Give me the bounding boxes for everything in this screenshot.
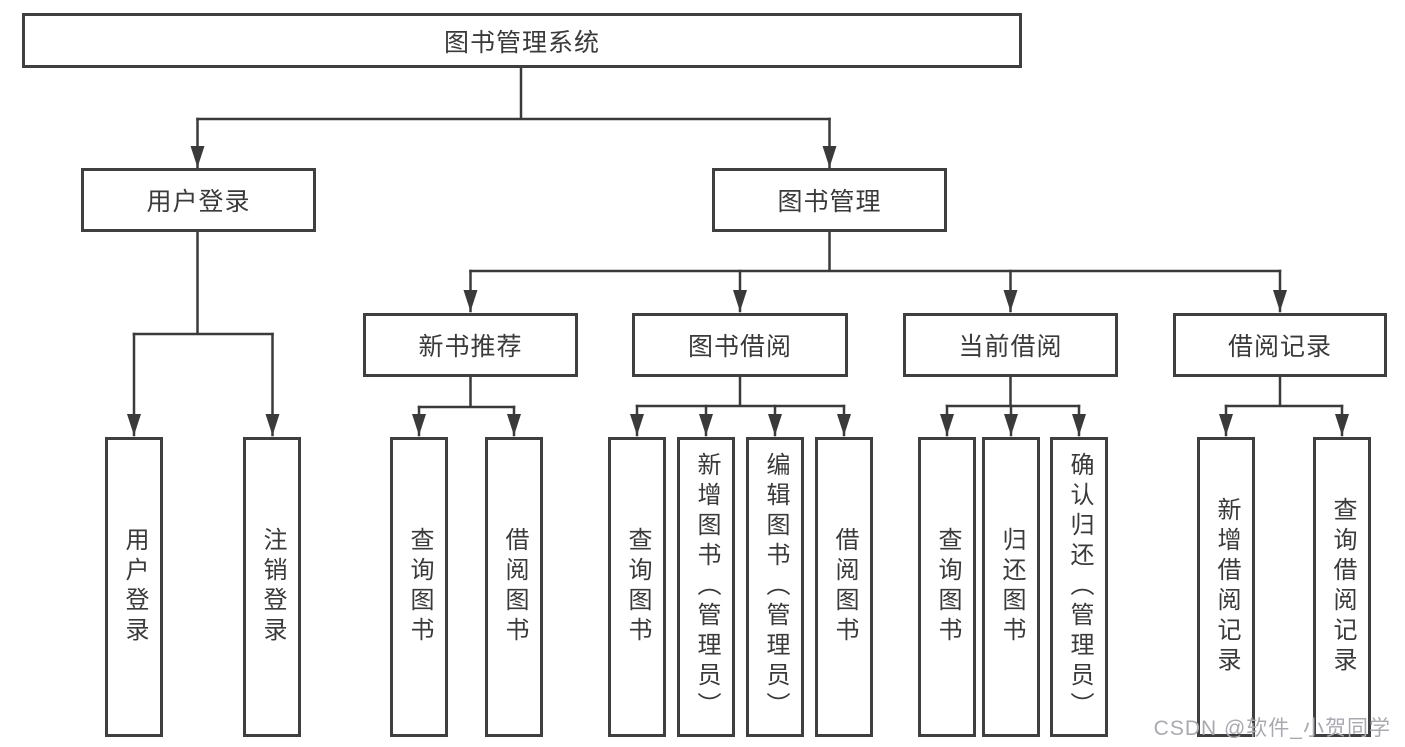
node-label: 当前借阅 [958, 333, 1063, 361]
node-label: 查询图书 [934, 527, 961, 647]
node-label: 图书借阅 [687, 333, 792, 361]
leaf-newbook-borrow-books: 借阅图书 [485, 437, 543, 737]
leaf-borrow-edit-books-admin: 编辑图书（管理员） [746, 437, 804, 737]
node-library-system-root: 图书管理系统 [22, 13, 1022, 68]
leaf-borrow-borrow-books: 借阅图书 [815, 437, 873, 737]
leaf-borrow-add-books-admin: 新增图书（管理员） [677, 437, 735, 737]
leaf-borrow-query-books: 查询图书 [608, 437, 666, 737]
leaf-current-query-books: 查询图书 [918, 437, 976, 737]
node-label: 注销登录 [259, 527, 286, 647]
node-label: 查询图书 [624, 527, 651, 647]
node-label: 用户登录 [121, 527, 148, 647]
node-label: 借阅图书 [501, 527, 528, 647]
node-label: 新增图书（管理员） [693, 452, 720, 722]
leaf-logout: 注销登录 [243, 437, 301, 737]
watermark-text: CSDN @软件_小贺同学 [1153, 717, 1391, 740]
leaf-current-return-books: 归还图书 [982, 437, 1040, 737]
connector-records-children [1219, 375, 1349, 437]
node-user-login: 用户登录 [81, 168, 316, 232]
node-label: 查询图书 [406, 527, 433, 647]
leaf-newbook-query-books: 查询图书 [390, 437, 448, 737]
connector-new-book-children [412, 375, 521, 437]
node-borrowing-records: 借阅记录 [1173, 313, 1387, 377]
node-label: 归还图书 [998, 527, 1025, 647]
node-book-borrowing: 图书借阅 [632, 313, 848, 377]
node-label: 编辑图书（管理员） [762, 452, 789, 722]
connector-current-borrow-children [940, 375, 1086, 437]
leaf-user-login: 用户登录 [105, 437, 163, 737]
node-label: 查询借阅记录 [1329, 497, 1356, 677]
node-label: 用户登录 [146, 188, 251, 216]
leaf-records-query-borrow-record: 查询借阅记录 [1313, 437, 1371, 737]
connector-book-management-children [463, 231, 1287, 313]
connector-root-to-level2 [190, 66, 837, 169]
node-label: 新书推荐 [418, 333, 523, 361]
node-label: 图书管理系统 [443, 28, 600, 57]
node-new-book-recommendation: 新书推荐 [363, 313, 578, 377]
node-label: 借阅图书 [831, 527, 858, 647]
node-book-management: 图书管理 [712, 168, 947, 232]
connector-book-borrow-children [630, 375, 851, 437]
node-label: 确认归还（管理员） [1066, 452, 1093, 722]
connector-user-login-children [127, 231, 280, 437]
leaf-records-add-borrow-record: 新增借阅记录 [1197, 437, 1255, 737]
node-label: 新增借阅记录 [1213, 497, 1240, 677]
node-current-borrowing: 当前借阅 [903, 313, 1118, 377]
node-label: 借阅记录 [1227, 333, 1332, 361]
leaf-current-confirm-return-admin: 确认归还（管理员） [1050, 437, 1108, 737]
node-label: 图书管理 [777, 188, 882, 216]
